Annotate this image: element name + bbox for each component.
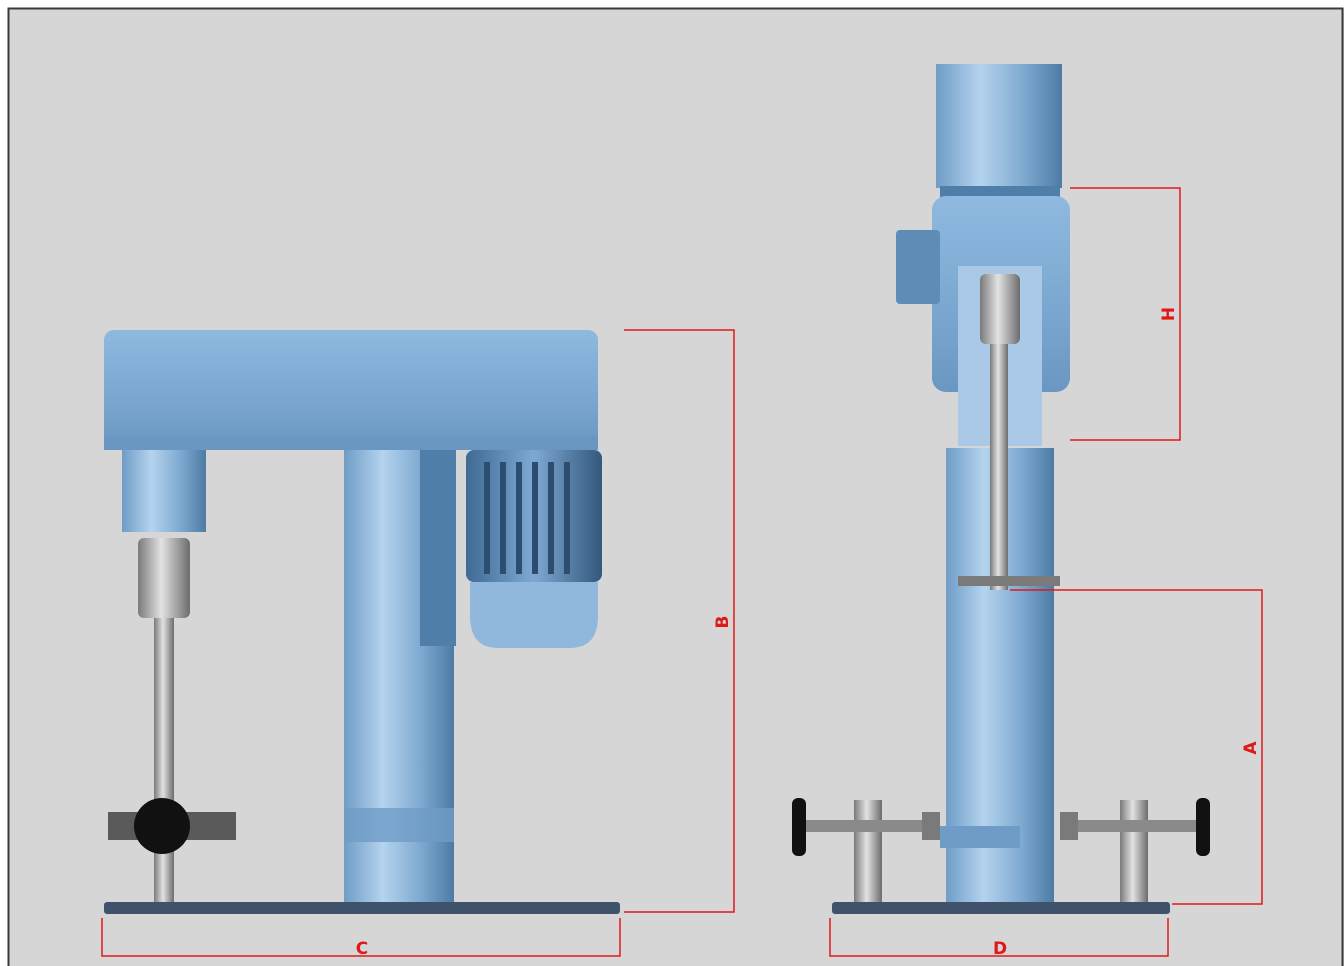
dimension-h-label: H [1159,307,1179,321]
side-shaft-coupling [138,538,190,618]
side-spindle-head [122,450,206,532]
front-motor-top [936,64,1062,188]
front-view-mixer [792,64,1210,914]
side-view-mixer [104,330,620,914]
front-column-clamp [940,826,1020,848]
side-motor-fins [484,462,570,574]
side-arm-housing [104,330,598,448]
dimension-b-line [624,329,735,913]
dimension-a-line [1010,589,1263,905]
side-impeller-hub [134,798,190,854]
front-clamp-right [1060,798,1210,902]
front-impeller [958,576,1060,586]
front-shaft [990,344,1008,590]
side-motor-fan-cover [470,582,598,648]
dimension-h-line [1070,187,1181,441]
side-shaft [154,618,174,902]
dimension-c-label: C [356,939,368,959]
dimension-d-label: D [993,939,1007,959]
front-shaft-coupling [980,274,1020,344]
side-arm-housing-lip [104,436,598,450]
front-gearbox [896,230,940,304]
front-base-plate [832,902,1170,914]
side-base-plate [104,902,620,914]
side-column-clamp [344,808,454,842]
dimension-lines [101,187,1263,957]
side-column-bracket [420,446,456,646]
dimension-d-line [829,918,1169,957]
dimension-a-label: A [1241,741,1261,755]
dimension-c-line [101,918,621,957]
dimension-b-label: B [713,616,733,629]
drawing-frame [7,7,1344,966]
front-clamp-left [792,798,940,902]
